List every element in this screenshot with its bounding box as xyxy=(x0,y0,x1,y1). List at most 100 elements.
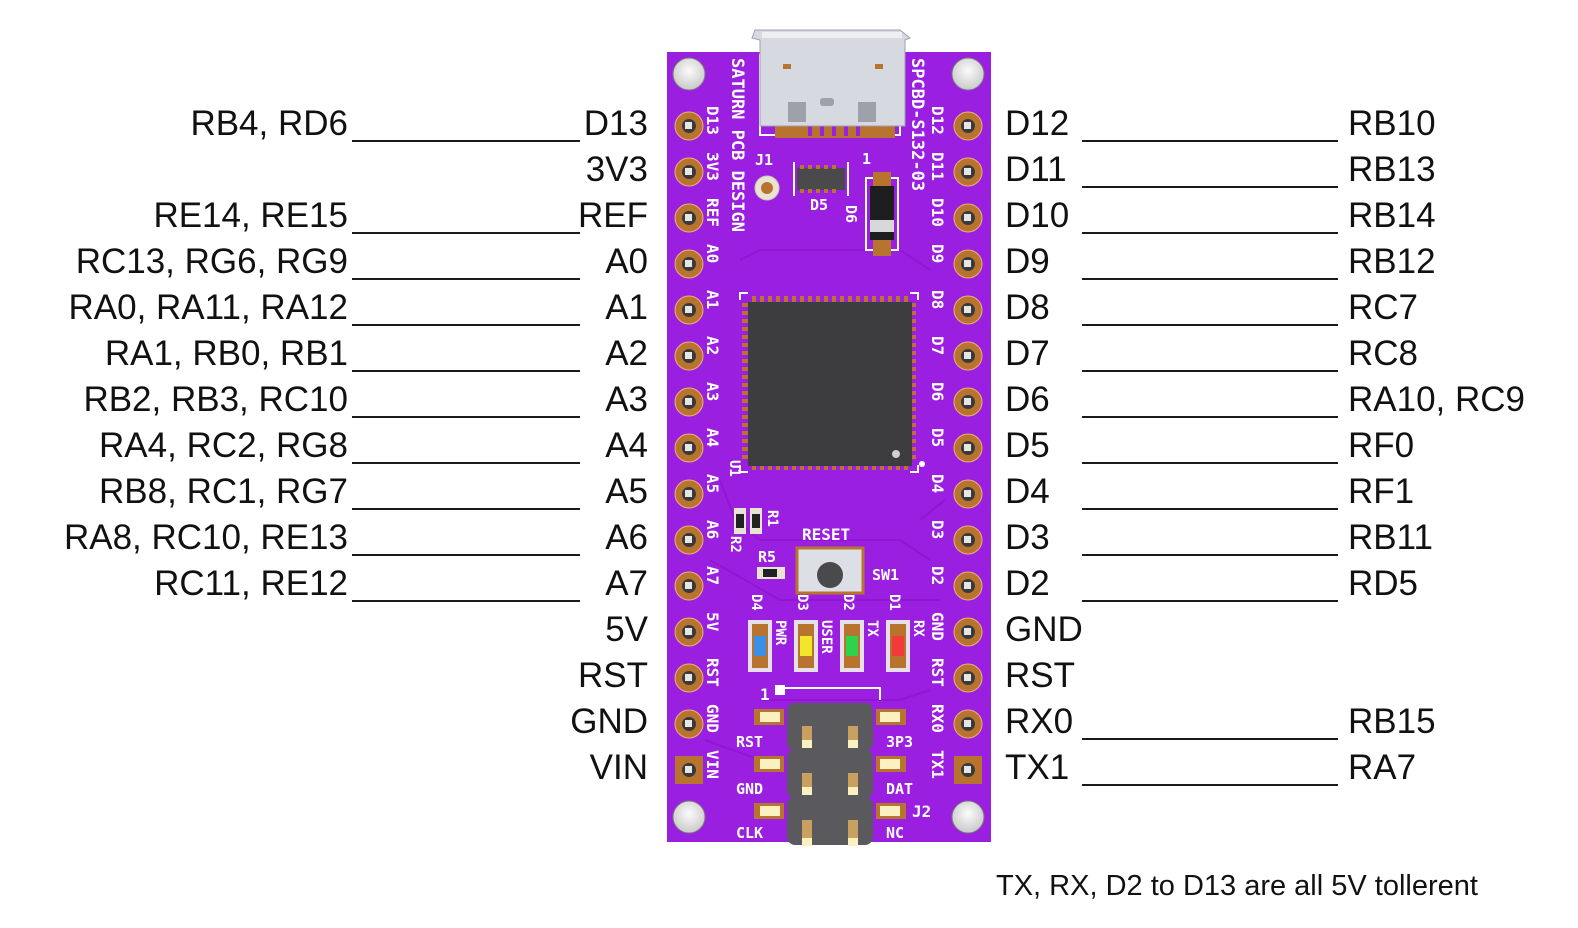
diode-d6 xyxy=(865,172,899,256)
leader-line xyxy=(352,600,580,602)
leader-line xyxy=(1082,370,1338,372)
right-port-list: RC8 xyxy=(1348,334,1419,373)
pad-right xyxy=(953,525,983,555)
right-port-list: RF0 xyxy=(1348,426,1415,465)
leader-line xyxy=(352,370,580,372)
pad-left xyxy=(674,525,704,555)
leader-line xyxy=(1082,462,1338,464)
silk-pin-left: A0 xyxy=(703,244,722,263)
leader-line xyxy=(352,324,580,326)
pad-right xyxy=(953,433,983,463)
right-port-list: RB12 xyxy=(1348,242,1436,281)
silk-pin-right: TX1 xyxy=(928,750,947,779)
silk-pin-right: D8 xyxy=(928,290,947,309)
silk-pin-left: A5 xyxy=(703,474,722,493)
mounting-holes xyxy=(672,57,985,834)
right-pin-name: D8 xyxy=(1005,288,1050,327)
silk-j1: J1 xyxy=(755,151,773,169)
silk-pin-left: A3 xyxy=(703,382,722,401)
silk-led-label: PWR xyxy=(772,620,788,646)
leader-line xyxy=(1082,278,1338,280)
leader-line xyxy=(352,278,580,280)
right-port-list: RA7 xyxy=(1348,748,1417,787)
silk-pin-left: A4 xyxy=(703,428,722,447)
silk-j2-pin1: 1 xyxy=(760,685,770,704)
silk-j2-3p3: 3P3 xyxy=(886,733,913,751)
mcu-u1 xyxy=(739,292,925,473)
left-port-list: RB8, RC1, RG7 xyxy=(99,472,348,511)
tolerance-note: TX, RX, D2 to D13 are all 5V tollerent xyxy=(996,870,1478,902)
pad-right xyxy=(953,663,983,693)
silk-j2-clk: CLK xyxy=(736,824,763,842)
silk-pin-right: D11 xyxy=(928,152,947,181)
left-pin-name: 3V3 xyxy=(585,150,648,189)
right-pin-name: GND xyxy=(1005,610,1083,649)
left-pin-name: A5 xyxy=(605,472,648,511)
pad-left xyxy=(674,663,704,693)
leader-line xyxy=(352,508,580,510)
pad-left xyxy=(674,387,704,417)
silk-pin-left: A2 xyxy=(703,336,722,355)
programming-header-j2 xyxy=(754,685,906,846)
right-pin-name: RST xyxy=(1005,656,1075,695)
silk-j2-gnd: GND xyxy=(736,780,763,798)
silk-led-label: USER xyxy=(818,620,834,654)
right-port-list: RF1 xyxy=(1348,472,1415,511)
silk-j2-rst: RST xyxy=(736,733,763,751)
silk-sw1: SW1 xyxy=(872,566,899,584)
leader-line xyxy=(352,416,580,418)
pad-left xyxy=(674,203,704,233)
pad-right xyxy=(953,709,983,739)
silk-led-ref: D4 xyxy=(748,594,764,611)
silk-pin-right: D12 xyxy=(928,106,947,135)
pad-left xyxy=(674,709,704,739)
silk-r5: R5 xyxy=(758,548,776,566)
right-pin-name: D9 xyxy=(1005,242,1050,281)
right-port-list: RD5 xyxy=(1348,564,1419,603)
right-pin-name: D3 xyxy=(1005,518,1050,557)
silk-pin-right: D9 xyxy=(928,244,947,263)
leader-line xyxy=(1082,784,1338,786)
pad-left xyxy=(674,617,704,647)
left-port-list: RA1, RB0, RB1 xyxy=(104,334,348,373)
left-pin-name: REF xyxy=(578,196,648,235)
left-pin-name: RST xyxy=(578,656,648,695)
leader-line xyxy=(1082,324,1338,326)
leader-line xyxy=(352,554,580,556)
left-port-list: RA0, RA11, RA12 xyxy=(68,288,349,327)
left-pin-name: VIN xyxy=(589,748,648,787)
silk-led-label: RX xyxy=(910,620,926,637)
leader-line xyxy=(352,140,580,142)
right-port-list: RB11 xyxy=(1348,518,1433,557)
silk-j2-dat: DAT xyxy=(886,780,913,798)
pad-left xyxy=(674,249,704,279)
reset-switch-sw1[interactable] xyxy=(795,546,865,595)
leader-line xyxy=(1082,140,1338,142)
silk-pin-left: A7 xyxy=(703,566,722,585)
left-pin-name: A1 xyxy=(605,288,648,327)
status-leds xyxy=(748,620,910,672)
left-pin-name: A2 xyxy=(605,334,648,373)
silk-pin-right: D2 xyxy=(928,566,947,585)
leader-line xyxy=(352,462,580,464)
silk-pin-left: 5V xyxy=(703,612,722,632)
pad-right xyxy=(953,341,983,371)
left-port-list: RE14, RE15 xyxy=(153,196,348,235)
left-pin-name: A3 xyxy=(605,380,648,419)
pad-left xyxy=(675,756,703,784)
ic-d5 xyxy=(793,162,849,196)
silk-r1: R1 xyxy=(764,510,780,527)
right-port-list: RC7 xyxy=(1348,288,1419,327)
silk-board-name: SATURN PCB DESIGN xyxy=(727,58,747,232)
pad-left xyxy=(674,111,704,141)
silk-pin-left: A6 xyxy=(703,520,722,539)
left-port-list: RC11, RE12 xyxy=(154,564,348,603)
silk-pin-right: D7 xyxy=(928,336,947,355)
pad-left xyxy=(674,433,704,463)
silk-part-number: SPCBD-S132-03 xyxy=(907,58,927,191)
silk-led-ref: D2 xyxy=(840,594,856,611)
silk-d5: D5 xyxy=(810,196,828,214)
pad-right xyxy=(953,203,983,233)
pad-right xyxy=(953,479,983,509)
